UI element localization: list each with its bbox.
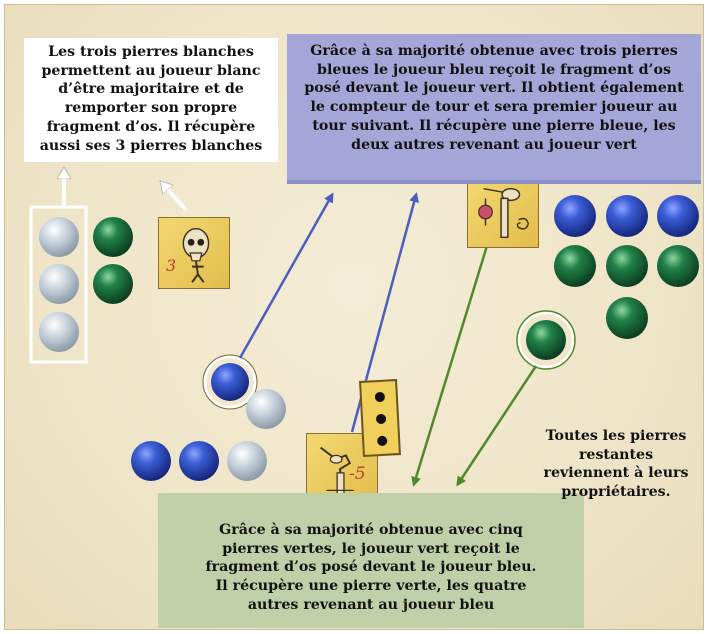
- turn-pip: [375, 392, 386, 403]
- green-player-caption: Grâce à sa majorité obtenue avec cinq pi…: [158, 493, 584, 628]
- fragment-value: 3: [166, 256, 176, 275]
- turn-pip: [377, 436, 388, 447]
- green-stone: [606, 245, 648, 287]
- blue-stone: [554, 195, 596, 237]
- skull-icon: [159, 218, 229, 288]
- blue-stone: [211, 363, 249, 401]
- turn-counter: [359, 379, 401, 457]
- fragment-value: -5: [349, 464, 366, 484]
- blue-bone-fragment-tile: [467, 176, 539, 248]
- white-stone: [39, 312, 79, 352]
- blue-player-caption: Grâce à sa majorité obtenue avec trois p…: [287, 34, 701, 184]
- green-stone: [526, 320, 566, 360]
- green-arrow: [414, 236, 490, 484]
- blue-stone: [131, 441, 171, 481]
- white-stone: [39, 217, 79, 257]
- white-stone: [39, 264, 79, 304]
- blue-stone: [179, 441, 219, 481]
- blue-stone: [657, 195, 699, 237]
- remaining-stones-note: Toutes les pierres restantes reviennent …: [536, 427, 696, 507]
- white-stone: [227, 441, 267, 481]
- green-stone: [554, 245, 596, 287]
- white-arrow: [162, 183, 186, 210]
- blue-stone: [606, 195, 648, 237]
- blue-arrow: [240, 195, 332, 358]
- white-bone-fragment-tile: 3: [158, 217, 230, 289]
- bone-icon: [468, 177, 538, 247]
- white-player-caption: Les trois pierres blanches permettent au…: [24, 38, 278, 162]
- white-stone: [246, 389, 286, 429]
- green-arrow: [458, 366, 536, 484]
- green-stone: [93, 264, 133, 304]
- turn-pip: [376, 414, 387, 425]
- green-stone: [606, 297, 648, 339]
- green-stone: [657, 245, 699, 287]
- green-stone: [93, 217, 133, 257]
